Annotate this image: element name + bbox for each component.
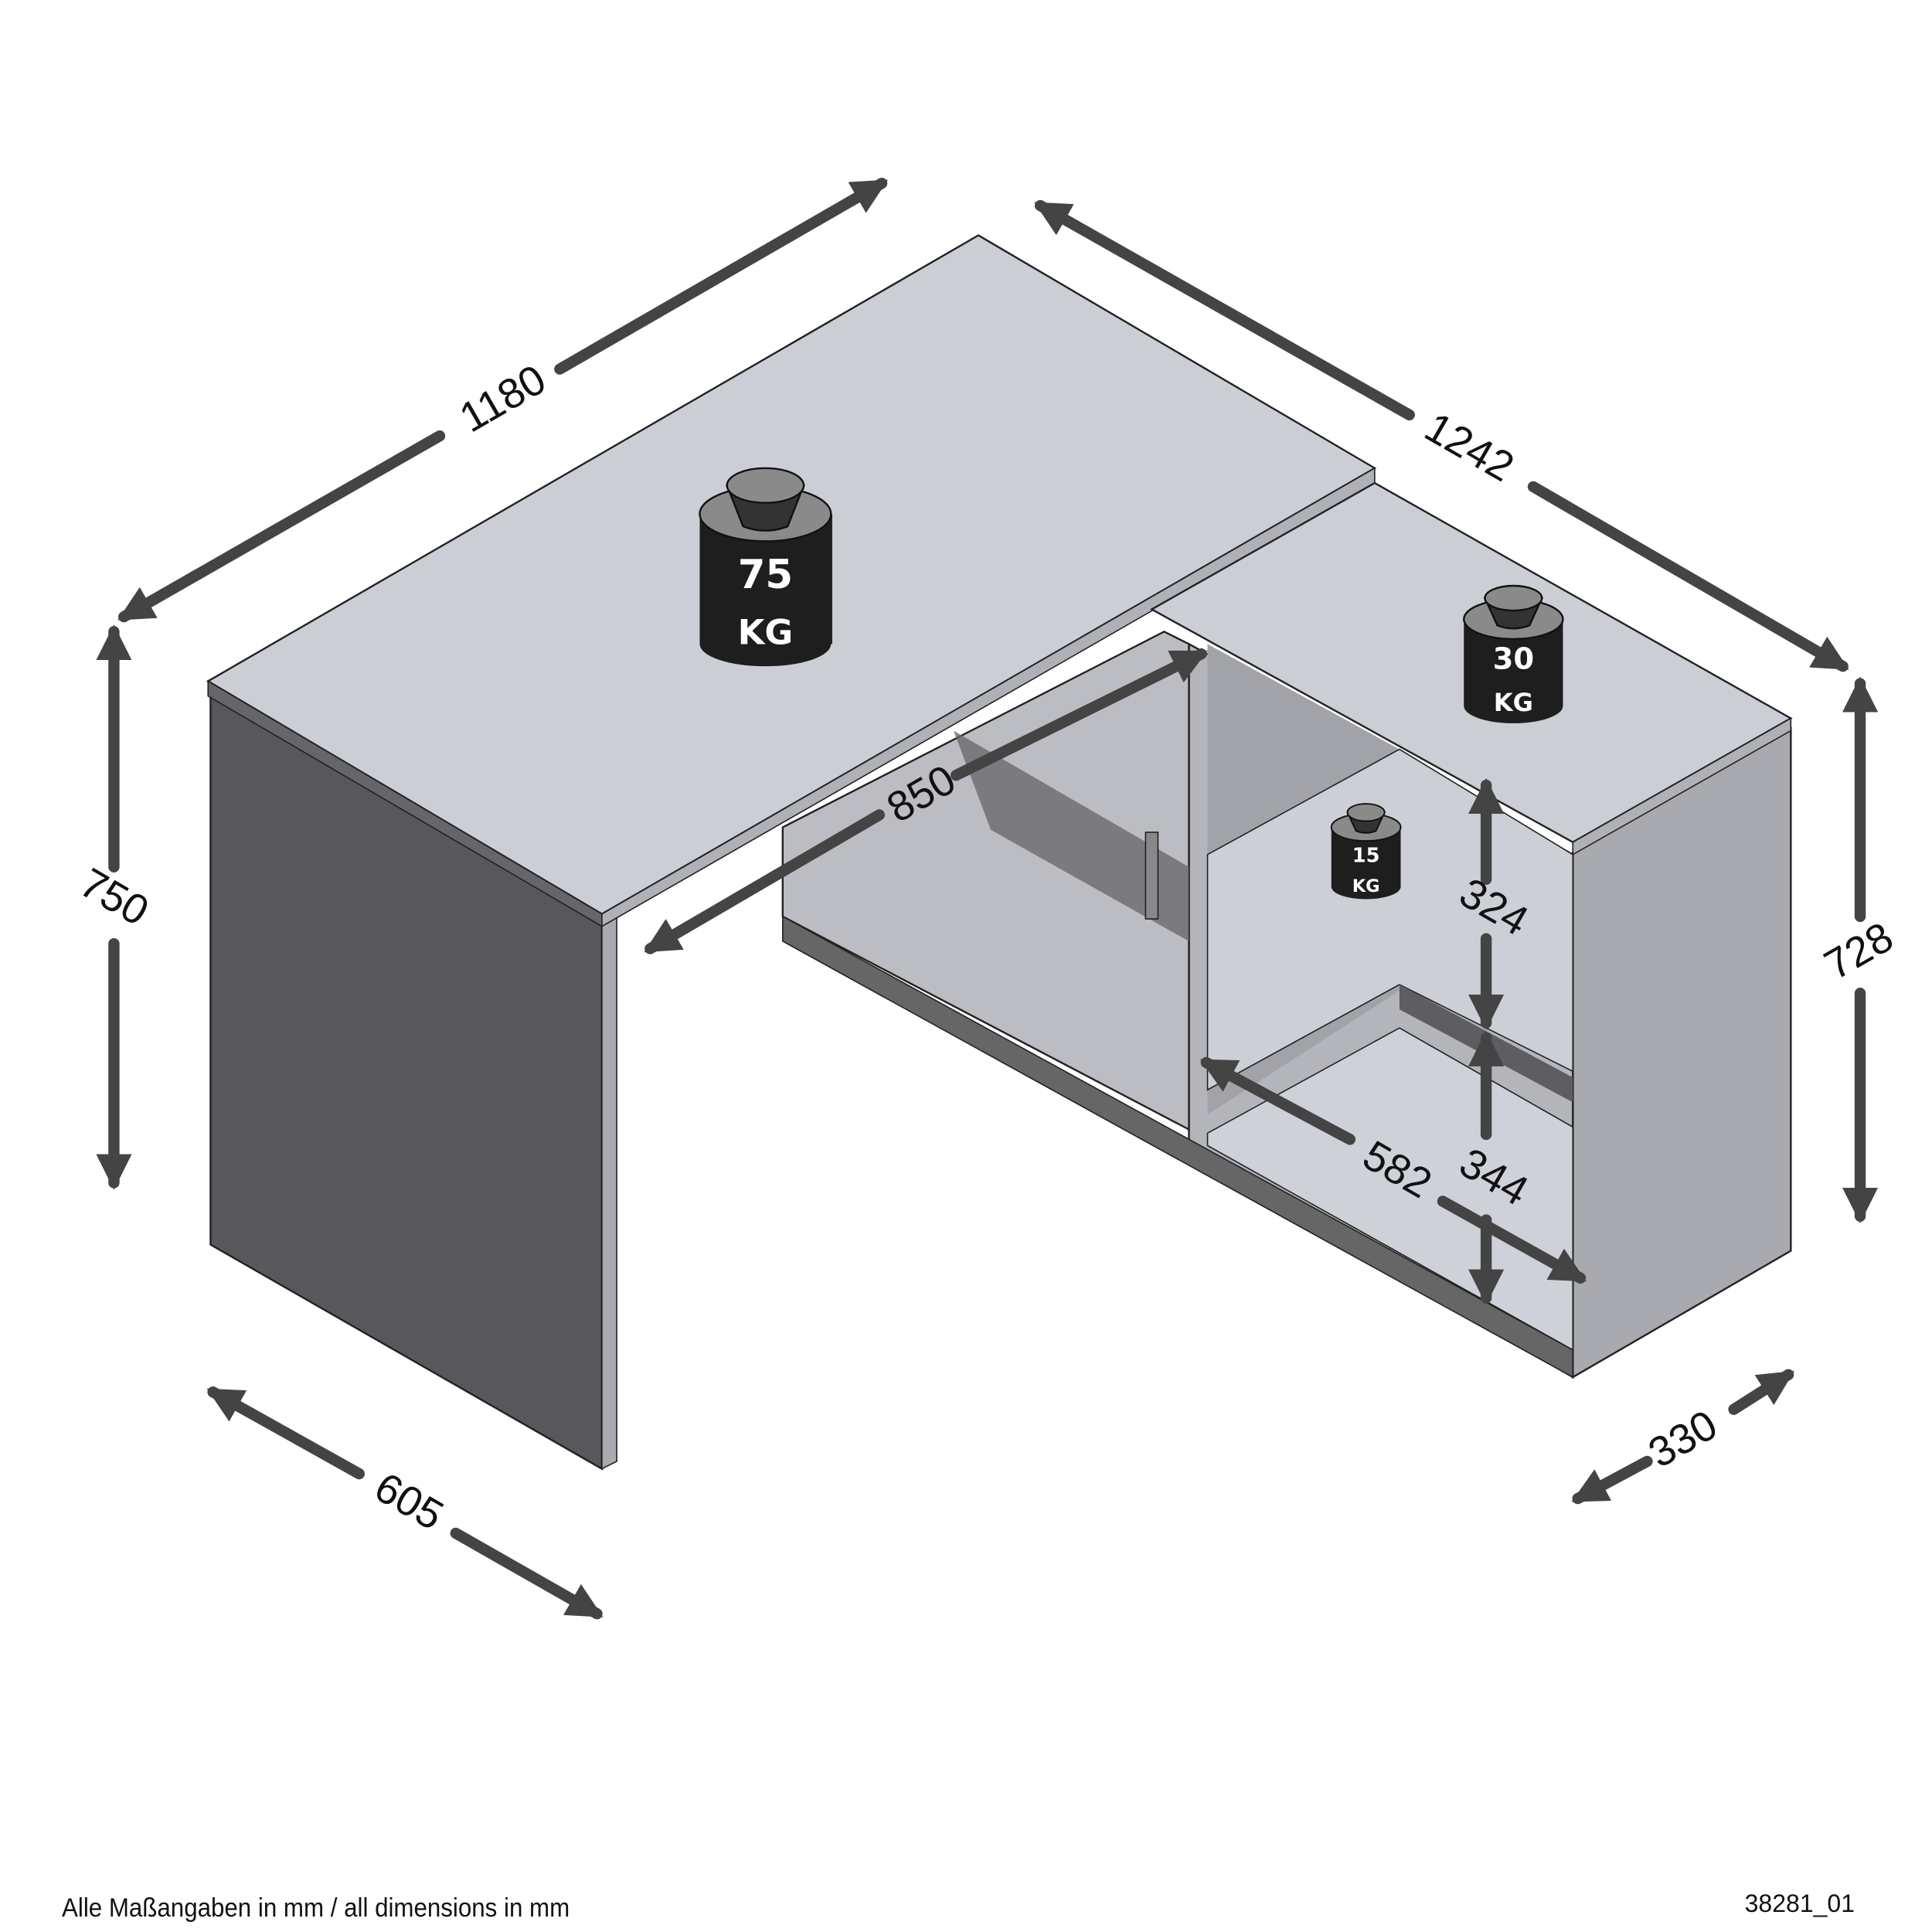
svg-text:75: 75 bbox=[738, 552, 793, 598]
weight-icon-15kg: 15 KG bbox=[1330, 803, 1402, 900]
svg-text:KG: KG bbox=[1352, 876, 1380, 896]
svg-text:30: 30 bbox=[1493, 641, 1535, 676]
dimension-arrows bbox=[96, 177, 1879, 1620]
article-code: 38281_01 bbox=[1744, 1889, 1855, 1917]
dim-label-1242: 1242 bbox=[1417, 403, 1522, 491]
svg-text:15: 15 bbox=[1352, 844, 1380, 867]
units-note: Alle Maßangaben in mm / all dimensions i… bbox=[62, 1893, 570, 1923]
dim-label-1180: 1180 bbox=[451, 355, 553, 441]
dim-label-330: 330 bbox=[1641, 1401, 1725, 1477]
dim-label-728: 728 bbox=[1817, 913, 1901, 988]
cabinet-base bbox=[782, 915, 1574, 1379]
sliding-door bbox=[781, 630, 1190, 1131]
door-handle bbox=[1145, 832, 1159, 920]
svg-text:KG: KG bbox=[1494, 688, 1533, 717]
weight-icon-30kg: 30 KG bbox=[1463, 584, 1564, 723]
weight-icon-75kg: 75 KG bbox=[699, 467, 832, 667]
svg-text:KG: KG bbox=[738, 611, 794, 652]
dim-label-750: 750 bbox=[72, 859, 156, 934]
dim-label-605: 605 bbox=[367, 1463, 451, 1539]
